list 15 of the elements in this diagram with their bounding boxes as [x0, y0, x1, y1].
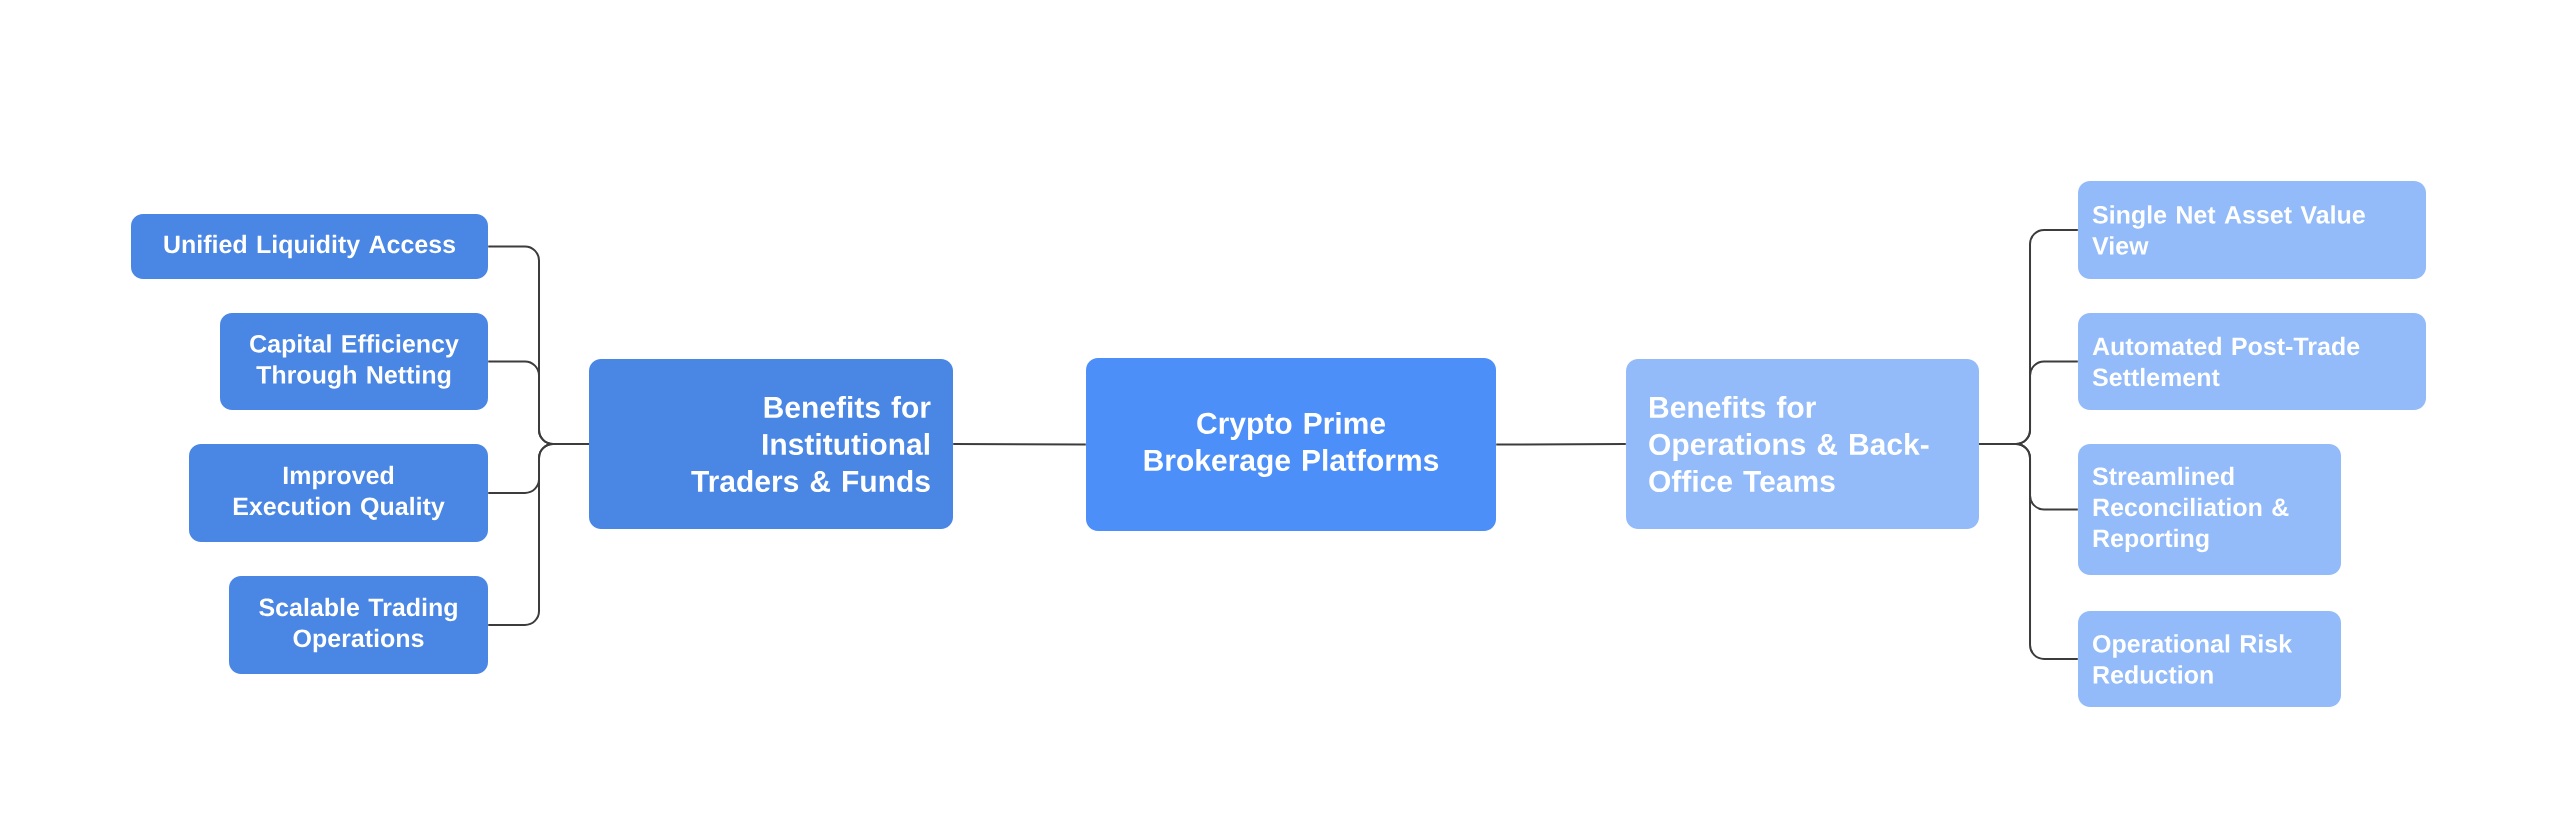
hub-box: Crypto Prime Brokerage Platforms	[1086, 358, 1496, 531]
benefit-box: Streamlined Reconciliation & Reporting	[2078, 444, 2342, 575]
benefit-box: Operational Risk Reduction	[2078, 611, 2342, 707]
benefit-box: Single Net Asset Value View	[2078, 181, 2427, 279]
connector-line	[1978, 443, 2079, 660]
connector-line	[952, 443, 1087, 446]
benefit-box: Automated Post-Trade Settlement	[2078, 313, 2427, 410]
benefit-box: Unified Liquidity Access	[131, 214, 488, 279]
benefit-box: Capital Efficiency Through Netting	[220, 313, 488, 410]
benefit-box: Scalable Trading Operations	[229, 576, 488, 674]
category-box: Benefits for Institutional Traders & Funds	[589, 359, 953, 529]
category-box: Benefits for Operations & Back-Office Teams	[1626, 359, 1979, 529]
benefit-box: Improved Execution Quality	[189, 444, 488, 542]
connector-line	[487, 443, 590, 626]
connector-line	[1495, 443, 1627, 446]
